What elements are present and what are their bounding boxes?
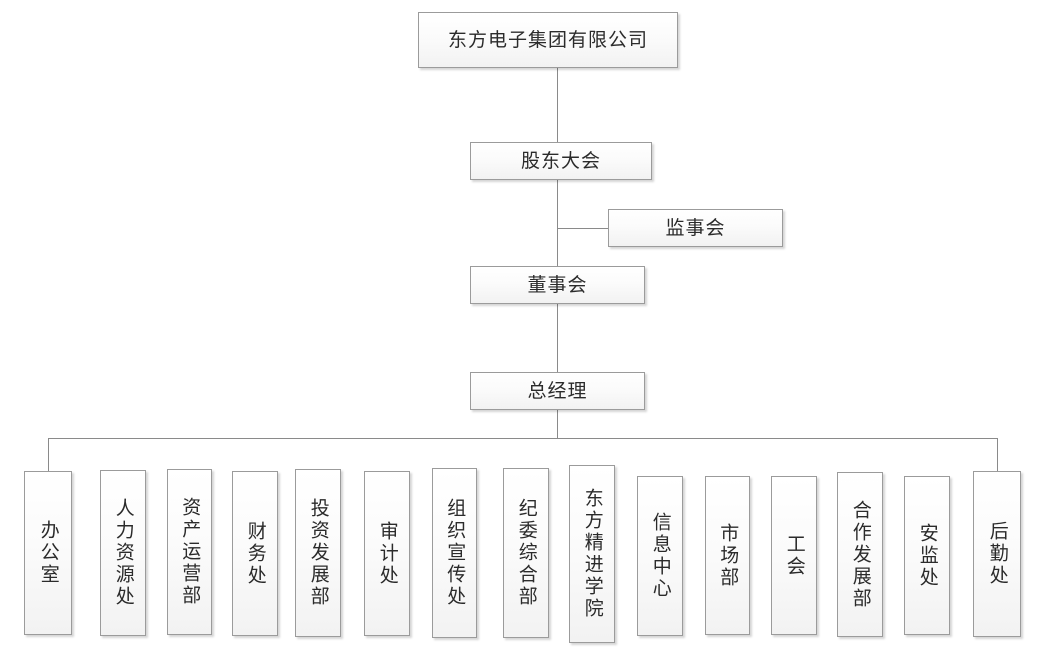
connector-bus-to-office (48, 438, 49, 471)
node-department-office[interactable]: 办公室 (24, 471, 72, 635)
node-board-of-directors[interactable]: 董事会 (470, 266, 645, 304)
department-label: 财务处 (244, 520, 267, 587)
node-company[interactable]: 东方电子集团有限公司 (418, 12, 678, 68)
connector-stem-to-supervisors (557, 228, 608, 229)
node-department-organization-publicity[interactable]: 组织宣传处 (432, 468, 477, 638)
node-department-asset-operations[interactable]: 资产运营部 (167, 469, 212, 635)
connector-bus-to-logistics (997, 438, 998, 471)
department-label: 办公室 (37, 520, 60, 586)
node-department-information-center[interactable]: 信息中心 (637, 476, 683, 636)
node-department-investment-development[interactable]: 投资发展部 (295, 469, 341, 637)
node-general-manager[interactable]: 总经理 (470, 372, 645, 410)
node-department-finance[interactable]: 财务处 (232, 471, 278, 636)
node-shareholders-meeting[interactable]: 股东大会 (470, 142, 652, 180)
connector-board-to-general-manager (557, 304, 558, 372)
connector-company-to-shareholders (557, 68, 558, 142)
node-department-cooperation-development[interactable]: 合作发展部 (837, 472, 883, 637)
department-label: 市场部 (717, 522, 740, 589)
node-department-marketing[interactable]: 市场部 (705, 476, 750, 635)
node-department-human-resources[interactable]: 人力资源处 (100, 470, 146, 636)
node-department-audit[interactable]: 审计处 (364, 471, 410, 636)
node-department-dongfang-academy[interactable]: 东方精进学院 (569, 465, 615, 643)
department-label: 工会 (783, 533, 806, 578)
connector-general-manager-to-bus (557, 410, 558, 439)
connector-shareholders-to-board (557, 180, 558, 266)
department-label: 后勤处 (986, 521, 1009, 587)
department-label: 审计处 (376, 520, 399, 587)
department-label: 纪委综合部 (515, 498, 538, 608)
connector-department-bus (48, 438, 998, 439)
node-department-logistics[interactable]: 后勤处 (973, 471, 1021, 637)
node-board-of-supervisors[interactable]: 监事会 (608, 209, 783, 247)
department-label: 人力资源处 (112, 498, 135, 608)
node-department-labor-union[interactable]: 工会 (771, 476, 817, 635)
department-label: 安监处 (916, 522, 939, 589)
node-department-discipline-general[interactable]: 纪委综合部 (503, 468, 549, 638)
department-label: 组织宣传处 (444, 498, 467, 608)
department-label: 资产运营部 (179, 497, 202, 607)
department-label: 信息中心 (649, 512, 672, 600)
department-label: 投资发展部 (307, 498, 330, 608)
department-label: 合作发展部 (849, 499, 872, 610)
node-department-safety-supervision[interactable]: 安监处 (904, 476, 950, 635)
department-label: 东方精进学院 (581, 488, 604, 620)
